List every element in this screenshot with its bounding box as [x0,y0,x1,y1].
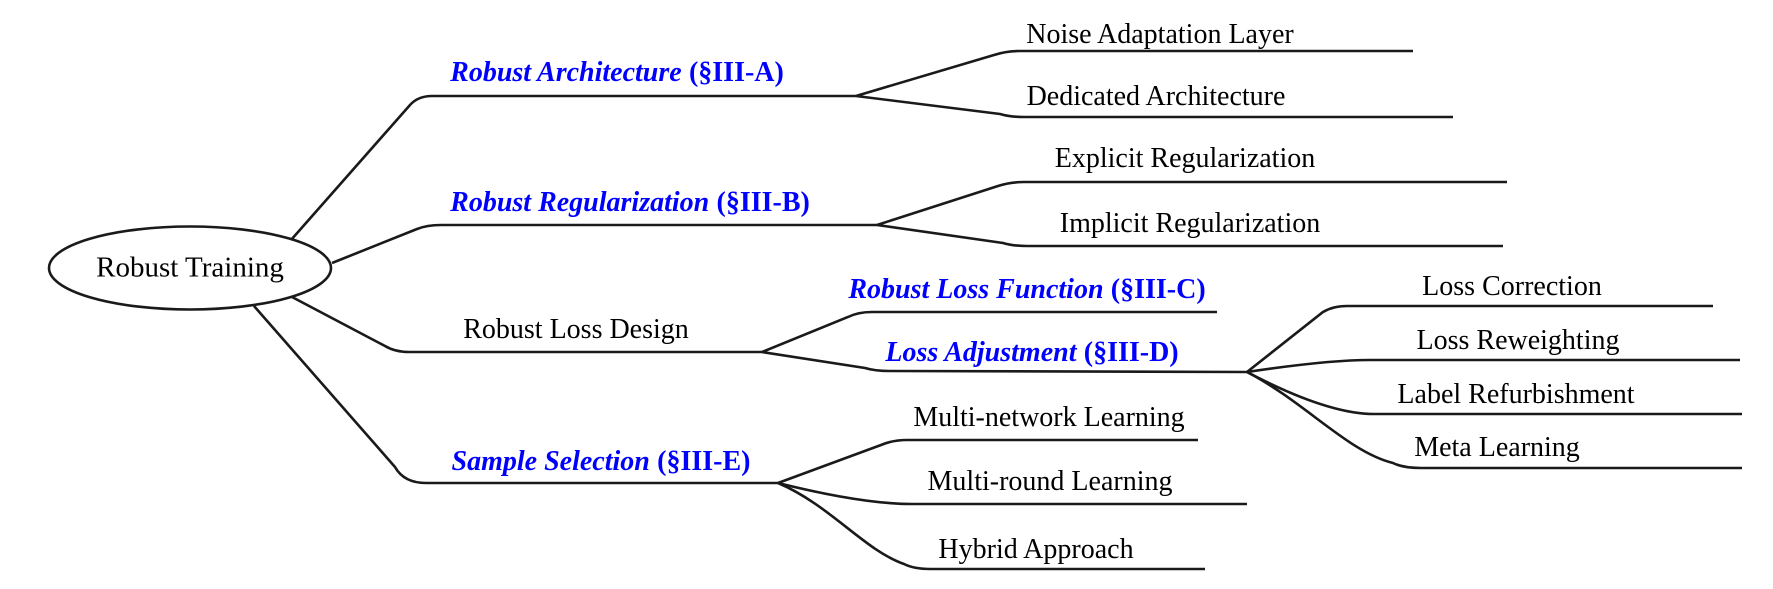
edge-lossdesign-loss-adjustment [761,350,1248,374]
leaf-label-dedicated-architecture: Dedicated Architecture [1026,81,1286,112]
branch-label-sample-selection: Sample Selection(§III-E) [452,448,751,476]
edge-root-robust-architecture [290,94,856,241]
edge-regularization-implicit [876,223,1503,248]
root-node-label: Robust Training [96,251,284,284]
leaf-label-loss-correction: Loss Correction [1422,271,1602,302]
edge-architecture-noise-adaptation [855,49,1413,98]
branch-section: (§III-B) [716,187,810,218]
branch-name: Loss Adjustment [885,337,1077,368]
leaf-label-loss-reweighting: Loss Reweighting [1416,325,1620,356]
branch-label-robust-loss-function: Robust Loss Function(§III-C) [848,276,1205,304]
branch-name: Robust Loss Function [848,274,1104,305]
edge-selection-hybrid [777,481,1205,571]
edge-root-robust-loss-design [291,295,762,354]
branch-label-loss-adjustment: Loss Adjustment(§III-D) [885,339,1178,367]
edge-selection-multi-network [777,438,1198,485]
leaf-label-label-refurbishment: Label Refurbishment [1397,379,1635,410]
branch-name: Robust Regularization [450,187,710,218]
edge-architecture-dedicated [855,94,1453,119]
leaf-label-hybrid-approach: Hybrid Approach [938,534,1134,565]
leaf-label-multi-round-learning: Multi-round Learning [927,466,1173,497]
edge-adjustment-loss-reweighting [1246,358,1740,374]
edge-lossdesign-robust-loss-function [761,310,1217,354]
branch-label-robust-architecture: Robust Architecture(§III-A) [450,59,784,87]
leaf-label-implicit-regularization: Implicit Regularization [1059,208,1321,239]
edge-root-sample-selection [253,305,778,485]
branch-label-robust-regularization: Robust Regularization(§III-B) [450,189,810,217]
leaf-label-explicit-regularization: Explicit Regularization [1054,143,1316,174]
edge-adjustment-meta-learning [1246,370,1742,470]
leaf-label-meta-learning: Meta Learning [1414,432,1580,463]
branch-section: (§III-C) [1110,274,1206,305]
edge-selection-multi-round [777,481,1247,506]
branch-section: (§III-A) [688,57,784,88]
leaf-label-noise-adaptation-layer: Noise Adaptation Layer [1026,19,1294,50]
leaf-label-multi-network-learning: Multi-network Learning [913,402,1185,433]
edge-root-robust-regularization [331,223,877,265]
edge-adjustment-loss-correction [1246,304,1713,374]
edge-regularization-explicit [876,180,1507,227]
branch-section: (§III-D) [1083,337,1179,368]
branch-name: Sample Selection [451,446,650,477]
branch-name: Robust Architecture [450,57,682,88]
root-ellipse [47,225,333,311]
branch-label-robust-loss-design: Robust Loss Design [463,314,689,345]
branch-section: (§III-E) [657,446,751,477]
